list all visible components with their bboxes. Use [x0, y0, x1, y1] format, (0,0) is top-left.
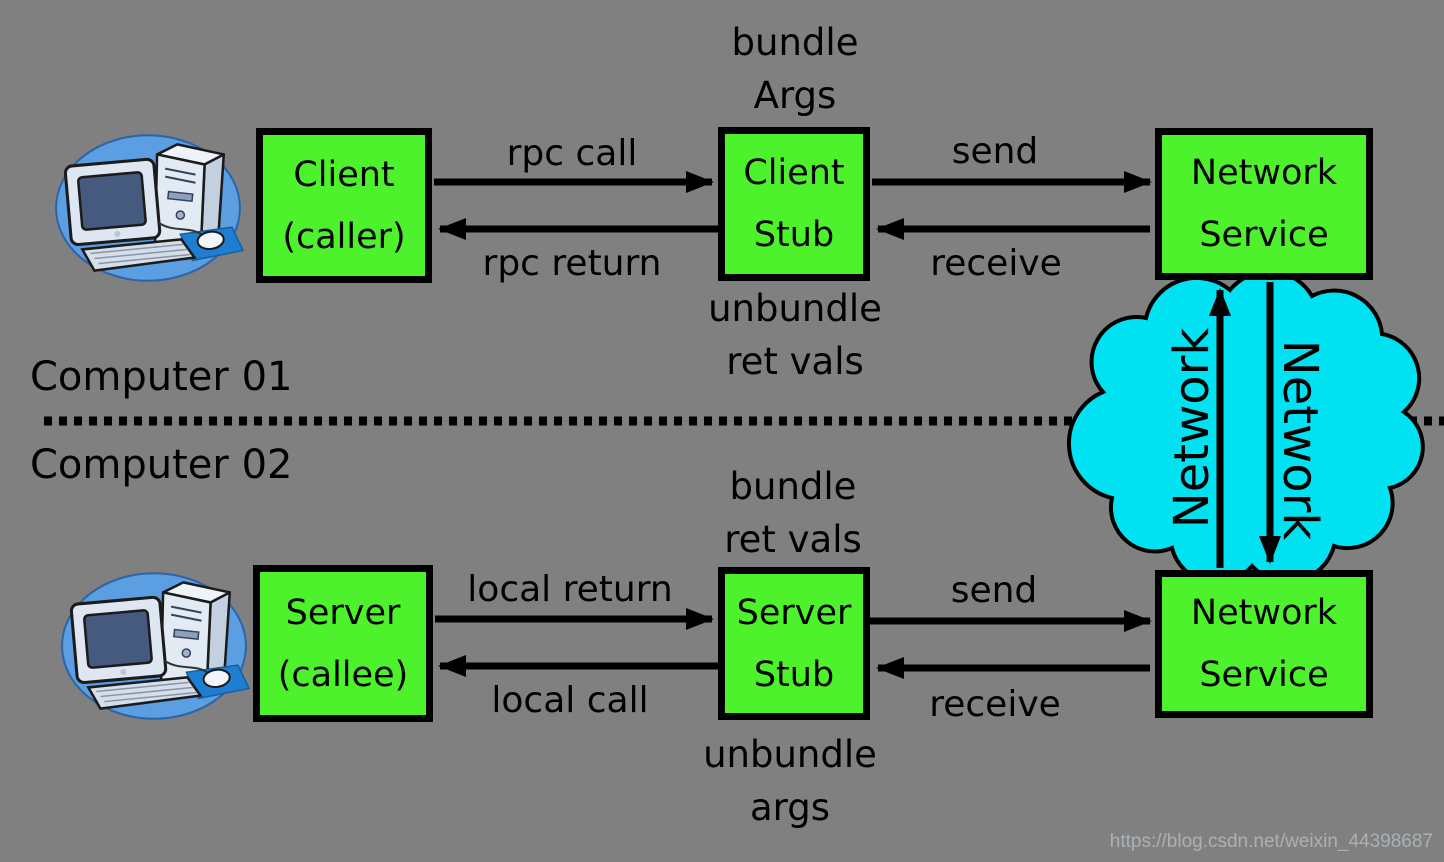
- server-stub-line2: Stub: [753, 654, 835, 695]
- bundle-args-note: bundle Args: [731, 21, 859, 117]
- computer-01-label: Computer 01: [30, 354, 293, 400]
- computer-02-label: Computer 02: [30, 442, 293, 488]
- rpc-call-label: rpc call: [506, 133, 638, 174]
- receive-label-bottom: receive: [929, 684, 1061, 725]
- server-stub-box: Server Stub: [718, 567, 870, 720]
- server-stub-line1: Server: [736, 592, 852, 633]
- desktop-computer-icon: [60, 571, 250, 721]
- watermark-url: https://blog.csdn.net/weixin_44398687: [1109, 831, 1433, 852]
- client-stub-line2: Stub: [753, 215, 835, 255]
- server-box-line2: (callee): [277, 654, 409, 695]
- network-service-top-line2: Service: [1199, 215, 1329, 255]
- client-stub-box: Client Stub: [718, 127, 870, 281]
- client-box-line1: Client: [293, 154, 395, 195]
- unbundle-args-note: unbundle args: [703, 733, 877, 829]
- network-cloud: [1066, 269, 1425, 585]
- rpc-return-label: rpc return: [482, 243, 662, 284]
- client-box: Client (caller): [256, 128, 432, 283]
- network-service-box-top: Network Service: [1155, 128, 1373, 280]
- network-service-box-bottom: Network Service: [1155, 570, 1373, 718]
- desktop-computer-icon: [54, 133, 244, 283]
- network-service-bottom-line1: Network: [1190, 593, 1338, 633]
- server-box-line1: Server: [285, 592, 401, 633]
- local-return-label: local return: [467, 569, 673, 610]
- network-label-left: Network: [1164, 327, 1220, 529]
- bundle-retvals-note: bundle ret vals: [724, 465, 862, 561]
- receive-label-top: receive: [930, 243, 1062, 284]
- network-service-bottom-line2: Service: [1199, 655, 1329, 695]
- network-label-right: Network: [1272, 339, 1328, 541]
- client-box-line2: (caller): [282, 216, 406, 257]
- unbundle-retvals-note: unbundle ret vals: [708, 287, 882, 383]
- client-stub-line1: Client: [743, 153, 845, 193]
- send-label-top: send: [951, 131, 1039, 172]
- server-box: Server (callee): [253, 565, 433, 722]
- send-label-bottom: send: [950, 570, 1038, 611]
- network-service-top-line1: Network: [1190, 153, 1338, 193]
- local-call-label: local call: [491, 680, 649, 721]
